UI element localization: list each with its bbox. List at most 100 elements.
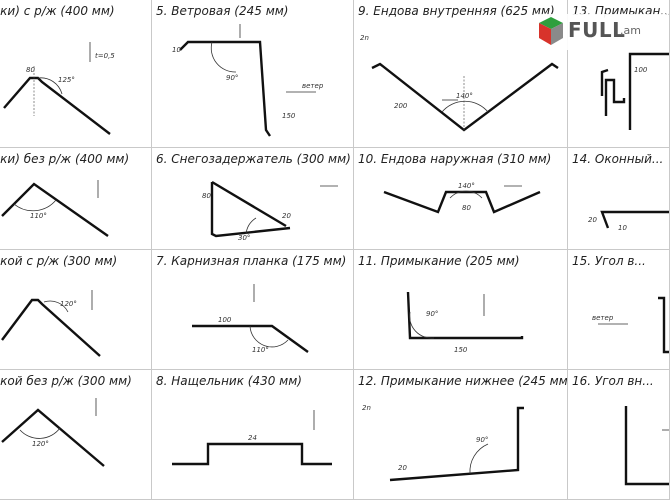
profile-line xyxy=(179,40,271,137)
angle-arc xyxy=(37,77,63,95)
cell-title: 6. Снегозадержатель (300 мм) xyxy=(156,152,351,166)
ridge-no-stiffener-drawing: 110° xyxy=(1,180,109,237)
cell-2-2: 6. Снегозадержатель (300 мм) 30° 80 20 xyxy=(152,148,354,250)
cell-3-1: ожкой с р/ж (300 мм) 120° xyxy=(0,250,152,370)
logo-suffix: .am xyxy=(620,24,641,37)
profile-line xyxy=(600,68,609,96)
profile-line xyxy=(600,210,669,229)
window-sill-drawing: 20 10 xyxy=(588,210,669,232)
angle-label: 120° xyxy=(60,300,77,308)
ridge-stiffener-300-drawing: 120° xyxy=(1,290,101,357)
ridge-with-stiffener-drawing: 125° 80 t=0,5 xyxy=(3,42,115,135)
dim-label: 100 xyxy=(218,316,232,324)
angle-label: 110° xyxy=(252,346,269,354)
dim-label: 2n xyxy=(362,404,371,412)
angle-arc xyxy=(409,311,435,339)
dim-label: 20 xyxy=(588,216,597,224)
profile-line xyxy=(1,298,101,357)
inner-corner-drawing xyxy=(624,406,669,486)
angle-arc xyxy=(210,41,237,73)
dim-label: 200 xyxy=(394,102,408,110)
profile-line xyxy=(406,291,524,340)
angle-arc xyxy=(13,199,57,212)
cell-4-3: 12. Примыкание нижнее (245 мм) 90° 20 2n xyxy=(354,370,568,500)
cell-title: ожки) без р/ж (400 мм) xyxy=(0,152,130,166)
cube-logo-icon xyxy=(539,17,563,45)
cell-4-2: 8. Нащельник (430 мм) 24 xyxy=(152,370,354,500)
angle-label: 90° xyxy=(426,310,438,318)
profile-line xyxy=(1,408,105,467)
cell-4-1: ожкой без р/ж (300 мм) 120° xyxy=(0,370,152,500)
cover-strip-drawing: 24 xyxy=(172,410,332,466)
cell-title: ожкой без р/ж (300 мм) xyxy=(0,374,132,388)
angle-arc xyxy=(469,443,489,475)
cell-title: ожки) с р/ж (400 мм) xyxy=(0,4,115,18)
logo-word: FULL xyxy=(568,18,626,42)
dim-label: 100 xyxy=(634,66,648,74)
cell-title: 14. Оконный... xyxy=(572,152,664,166)
full-am-logo[interactable]: FULL .am xyxy=(538,14,666,50)
angle-arc xyxy=(43,300,69,313)
cell-2-3: 10. Ендова наружная (310 мм) 140° 80 xyxy=(354,148,568,250)
cell-title: 9. Ендова внутренняя (625 мм) xyxy=(358,4,555,18)
angle-arc xyxy=(449,190,483,199)
profile-line xyxy=(624,406,669,486)
abutment-drawing: 100 xyxy=(600,52,669,130)
cell-2-4: 14. Оконный... 20 10 xyxy=(568,148,670,250)
dim-label: 150 xyxy=(454,346,468,354)
cell-title: 11. Примыкание (205 мм) xyxy=(358,254,520,268)
angle-label: 140° xyxy=(456,92,473,100)
angle-arc xyxy=(441,100,489,113)
abutment-205-drawing: 90° 150 xyxy=(406,291,524,354)
dim-label: 150 xyxy=(282,112,296,120)
profile-line xyxy=(658,296,669,354)
dim-label: 24 xyxy=(248,434,257,442)
profile-line xyxy=(383,190,541,214)
cell-title: 12. Примыкание нижнее (245 мм) xyxy=(358,374,568,388)
angle-label: 140° xyxy=(458,182,475,190)
outer-valley-drawing: 140° 80 xyxy=(383,182,541,214)
inner-valley-drawing: 140° 200 2n xyxy=(360,34,559,132)
angle-label: 90° xyxy=(226,74,238,82)
angle-label: 110° xyxy=(30,212,47,220)
cell-title: 8. Нащельник (430 мм) xyxy=(156,374,302,388)
ridge-no-stiffener-300-drawing: 120° xyxy=(1,398,105,467)
dim-label: 20 xyxy=(282,212,291,220)
cell-title: 5. Ветровая (245 мм) xyxy=(156,4,289,18)
cell-title: 15. Угол в... xyxy=(572,254,646,268)
cell-title: 16. Угол вн... xyxy=(572,374,654,388)
profile-line xyxy=(628,52,669,130)
angle-label: 125° xyxy=(58,76,75,84)
dim-label: 80 xyxy=(462,204,471,212)
eaves-strip-drawing: 110° 100 xyxy=(192,284,309,354)
cell-title: ожкой с р/ж (300 мм) xyxy=(0,254,118,268)
cell-3-3: 11. Примыкание (205 мм) 90° 150 xyxy=(354,250,568,370)
dim-label: 80 xyxy=(26,66,35,74)
dim-label: 20 xyxy=(398,464,407,472)
cell-1-2: 5. Ветровая (245 мм) 90° 10 150 ветер xyxy=(152,0,354,148)
profile-line xyxy=(604,78,626,116)
wind-label: ветер xyxy=(592,314,614,322)
profile-line xyxy=(389,406,524,482)
dim-label: 80 xyxy=(202,192,211,200)
thickness-label: t=0,5 xyxy=(95,52,115,60)
cell-3-2: 7. Карнизная планка (175 мм) 110° 100 xyxy=(152,250,354,370)
profile-line xyxy=(1,182,109,237)
dim-label: 2n xyxy=(360,34,369,42)
angle-arc xyxy=(249,325,289,348)
profile-line xyxy=(210,182,291,238)
cell-1-3: 9. Ендова внутренняя (625 мм) 140° 200 2… xyxy=(354,0,568,148)
cell-title: 7. Карнизная планка (175 мм) xyxy=(156,254,347,268)
cell-2-1: ожки) без р/ж (400 мм) 110° xyxy=(0,148,152,250)
snow-guard-drawing: 30° 80 20 xyxy=(202,180,338,242)
cell-4-4: 16. Угол вн... xyxy=(568,370,670,500)
profile-line xyxy=(172,442,332,466)
angle-label: 30° xyxy=(238,234,250,242)
wind-bar-drawing: 90° 10 150 ветер xyxy=(172,24,324,137)
angle-label: 120° xyxy=(32,440,49,448)
cell-3-4: 15. Угол в... ветер xyxy=(568,250,670,370)
angle-arc xyxy=(245,217,257,235)
profile-line xyxy=(211,180,287,228)
dim-label: 10 xyxy=(618,224,627,232)
